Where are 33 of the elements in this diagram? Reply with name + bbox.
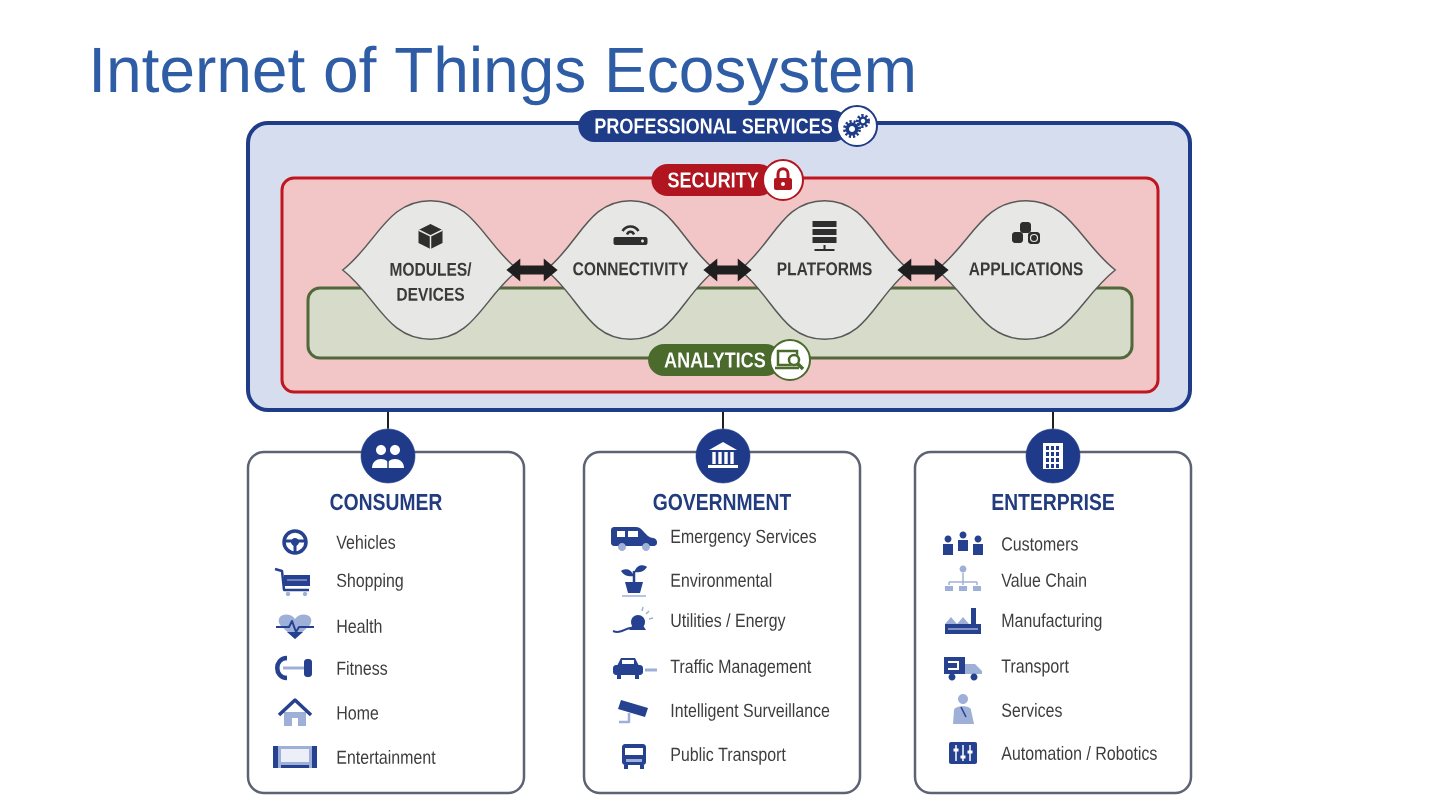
building-icon (695, 428, 751, 484)
connector-line (722, 411, 724, 430)
connector-line (1052, 411, 1054, 430)
office-icon (1025, 428, 1081, 484)
item-label: Manufacturing (1002, 613, 1102, 631)
lens-label: MODULES/ DEVICES (390, 262, 472, 301)
item-label: Services (1002, 703, 1062, 717)
lens-label: CONNECTIVITY (573, 262, 689, 276)
item-label: Customers (1002, 537, 1078, 551)
item-label: Transport (1001, 659, 1069, 677)
item-label: Home (337, 706, 379, 720)
item-label: Emergency Services (671, 529, 816, 547)
item-label: Health (337, 619, 382, 633)
item-label: Entertainment (337, 750, 436, 764)
category-heading: GOVERNMENT (653, 493, 791, 511)
item-label: Fitness (337, 661, 388, 675)
item-label: Public Transport (671, 747, 786, 765)
item-label: Shopping (337, 573, 403, 591)
category-heading: ENTERPRISE (992, 493, 1114, 511)
item-label: Automation / Robotics (1001, 746, 1157, 760)
item-label: Utilities / Energy (671, 613, 786, 631)
item-label: Traffic Management (670, 659, 812, 677)
category-heading: CONSUMER (330, 493, 442, 511)
people-icon (360, 428, 416, 484)
connector-line (387, 411, 389, 430)
item-label: Intelligent Surveillance (671, 703, 830, 721)
title: Internet of Things Ecosystem (94, 45, 913, 106)
item-label: Vehicles (336, 535, 396, 549)
lens-label: APPLICATIONS (969, 262, 1083, 276)
heading-badge: PROFESSIONAL SERVICES (578, 110, 849, 142)
lens-label: PLATFORMS (777, 262, 872, 276)
item-label: Value Chain (1001, 573, 1086, 587)
item-label: Environmental (671, 573, 772, 587)
